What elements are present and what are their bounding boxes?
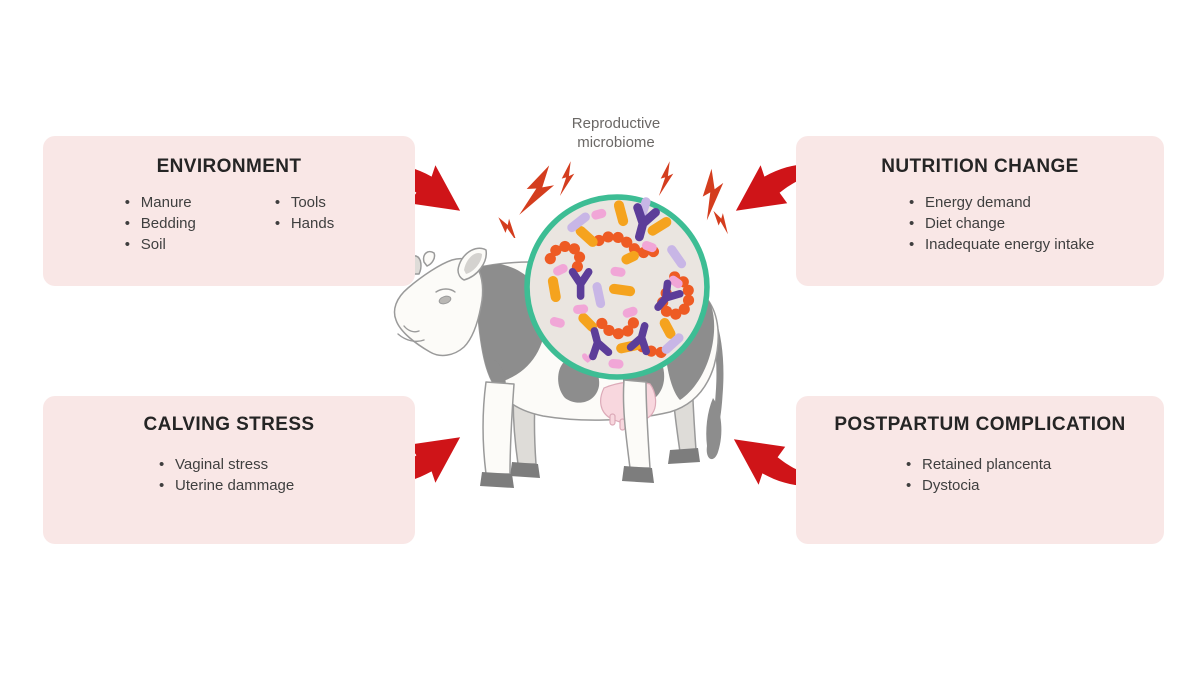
curved-arrow-bottom-right-icon — [733, 439, 845, 486]
curved-arrow-top-left-icon — [349, 164, 461, 211]
factor-title: NUTRITION CHANGE — [881, 156, 1079, 177]
lightning-bolt-icon — [713, 210, 728, 235]
factor-title: POSTPARTUM COMPLICATION — [834, 414, 1126, 435]
environment-col1: Manure Bedding Soil — [124, 192, 196, 255]
factor-box-postpartum-complication: POSTPARTUM COMPLICATION Retained plancen… — [796, 396, 1164, 544]
center-label: Reproductive microbiome — [516, 114, 716, 152]
bacteria-purple-y-shapes — [568, 203, 684, 361]
factor-item: Energy demand — [908, 192, 1164, 213]
stress-bolts-left — [498, 161, 575, 238]
factor-item: Bedding — [124, 213, 196, 234]
curved-arrow-bottom-left-icon — [349, 437, 461, 484]
lightning-bolt-icon — [658, 161, 674, 196]
lightning-bolt-icon — [702, 168, 724, 221]
lightning-bolt-icon — [559, 161, 575, 196]
center-label-line2: microbiome — [577, 134, 655, 151]
cow-near-legs — [480, 379, 654, 488]
factor-box-environment: ENVIRONMENT Manure Bedding Soil Tools Ha… — [43, 136, 415, 286]
cow-horn-icon — [422, 250, 436, 267]
stress-bolts-right — [658, 161, 728, 235]
reproductive-microbiome-circle — [524, 194, 710, 380]
factor-item: Vaginal stress — [158, 454, 415, 475]
factor-item: Tools — [274, 192, 334, 213]
factor-item: Retained plancenta — [905, 454, 1164, 475]
factor-item: Uterine dammage — [158, 475, 415, 496]
curved-arrow-top-right-icon — [735, 164, 847, 211]
factor-item: Inadequate energy intake — [908, 234, 1164, 255]
cow-eye-icon — [438, 295, 452, 305]
factor-box-calving-stress: CALVING STRESS Vaginal stress Uterine da… — [43, 396, 415, 544]
calving-stress-list: Vaginal stress Uterine dammage — [43, 454, 415, 496]
lightning-bolt-icon — [519, 165, 555, 215]
factor-box-nutrition-change: NUTRITION CHANGE Energy demand Diet chan… — [796, 136, 1164, 286]
postpartum-complication-list: Retained plancenta Dystocia — [796, 454, 1164, 496]
factor-item: Diet change — [908, 213, 1164, 234]
factor-item: Manure — [124, 192, 196, 213]
bacteria-lavender-rods — [567, 197, 687, 354]
environment-col2: Tools Hands — [274, 192, 334, 255]
factor-item: Soil — [124, 234, 196, 255]
nutrition-change-list: Energy demand Diet change Inadequate ene… — [796, 192, 1164, 255]
center-label-line1: Reproductive — [571, 115, 661, 132]
factor-title: ENVIRONMENT — [156, 156, 302, 177]
factor-item: Dystocia — [905, 475, 1164, 496]
factor-title: CALVING STRESS — [143, 414, 315, 435]
environment-columns: Manure Bedding Soil Tools Hands — [43, 178, 415, 255]
lightning-bolt-icon — [498, 217, 517, 238]
factor-item: Hands — [274, 213, 334, 234]
bacteria-pink-cocci — [549, 208, 683, 369]
